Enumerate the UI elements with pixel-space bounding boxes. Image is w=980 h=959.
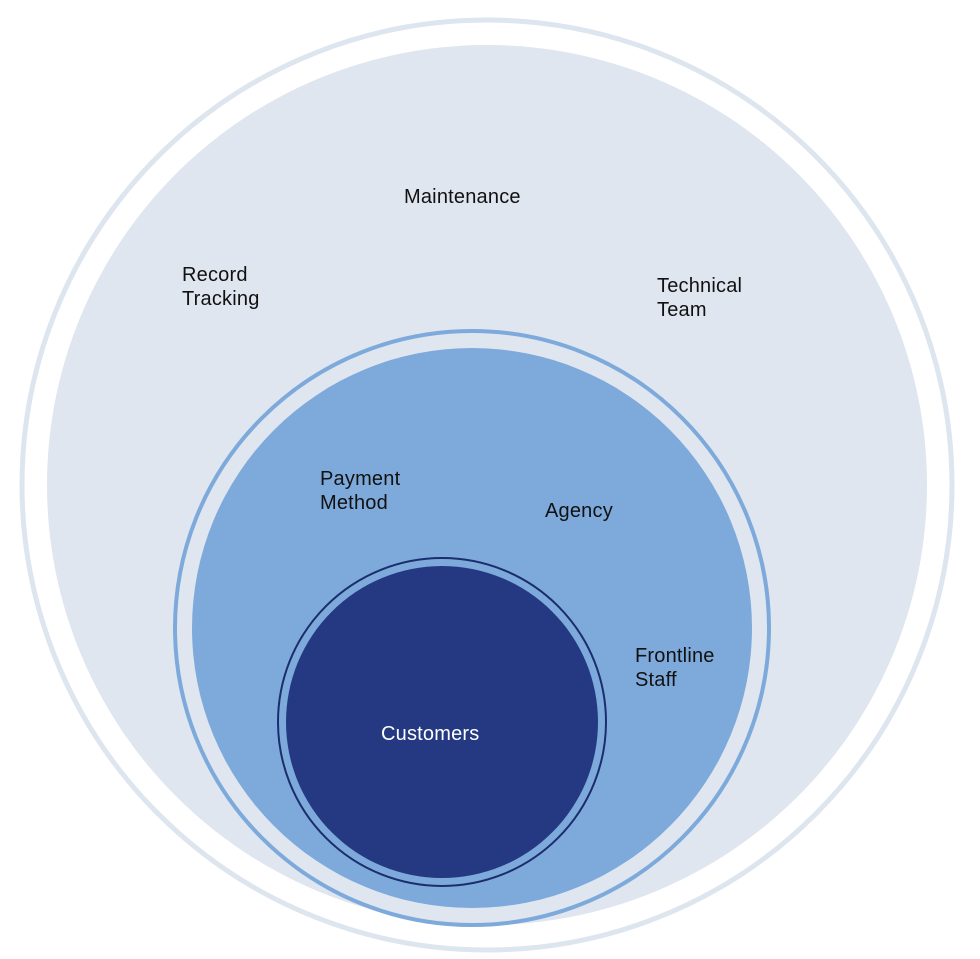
agency-label-text: Agency — [545, 500, 613, 522]
payment-method-label: Payment Method — [320, 467, 400, 515]
inner-circle — [286, 566, 598, 878]
technical-team-label: Technical Team — [657, 274, 742, 322]
frontline-staff-line1: Frontline — [635, 645, 715, 667]
record-tracking-line2: Tracking — [182, 288, 260, 310]
payment-method-line1: Payment — [320, 468, 401, 490]
inner-ring-outline — [277, 557, 607, 887]
maintenance-label-text: Maintenance — [404, 186, 521, 208]
record-tracking-label: Record Tracking — [182, 263, 260, 311]
customers-label: Customers — [381, 722, 480, 746]
maintenance-label: Maintenance — [404, 185, 521, 209]
agency-label: Agency — [545, 499, 613, 523]
middle-ring-outline — [173, 329, 771, 927]
outer-ring-outline — [19, 17, 955, 953]
record-tracking-line1: Record — [182, 264, 248, 286]
customers-label-text: Customers — [381, 723, 480, 745]
technical-team-line2: Team — [657, 299, 707, 321]
payment-method-line2: Method — [320, 492, 388, 514]
frontline-staff-line2: Staff — [635, 669, 677, 691]
technical-team-line1: Technical — [657, 275, 743, 297]
frontline-staff-label: Frontline Staff — [635, 644, 715, 692]
